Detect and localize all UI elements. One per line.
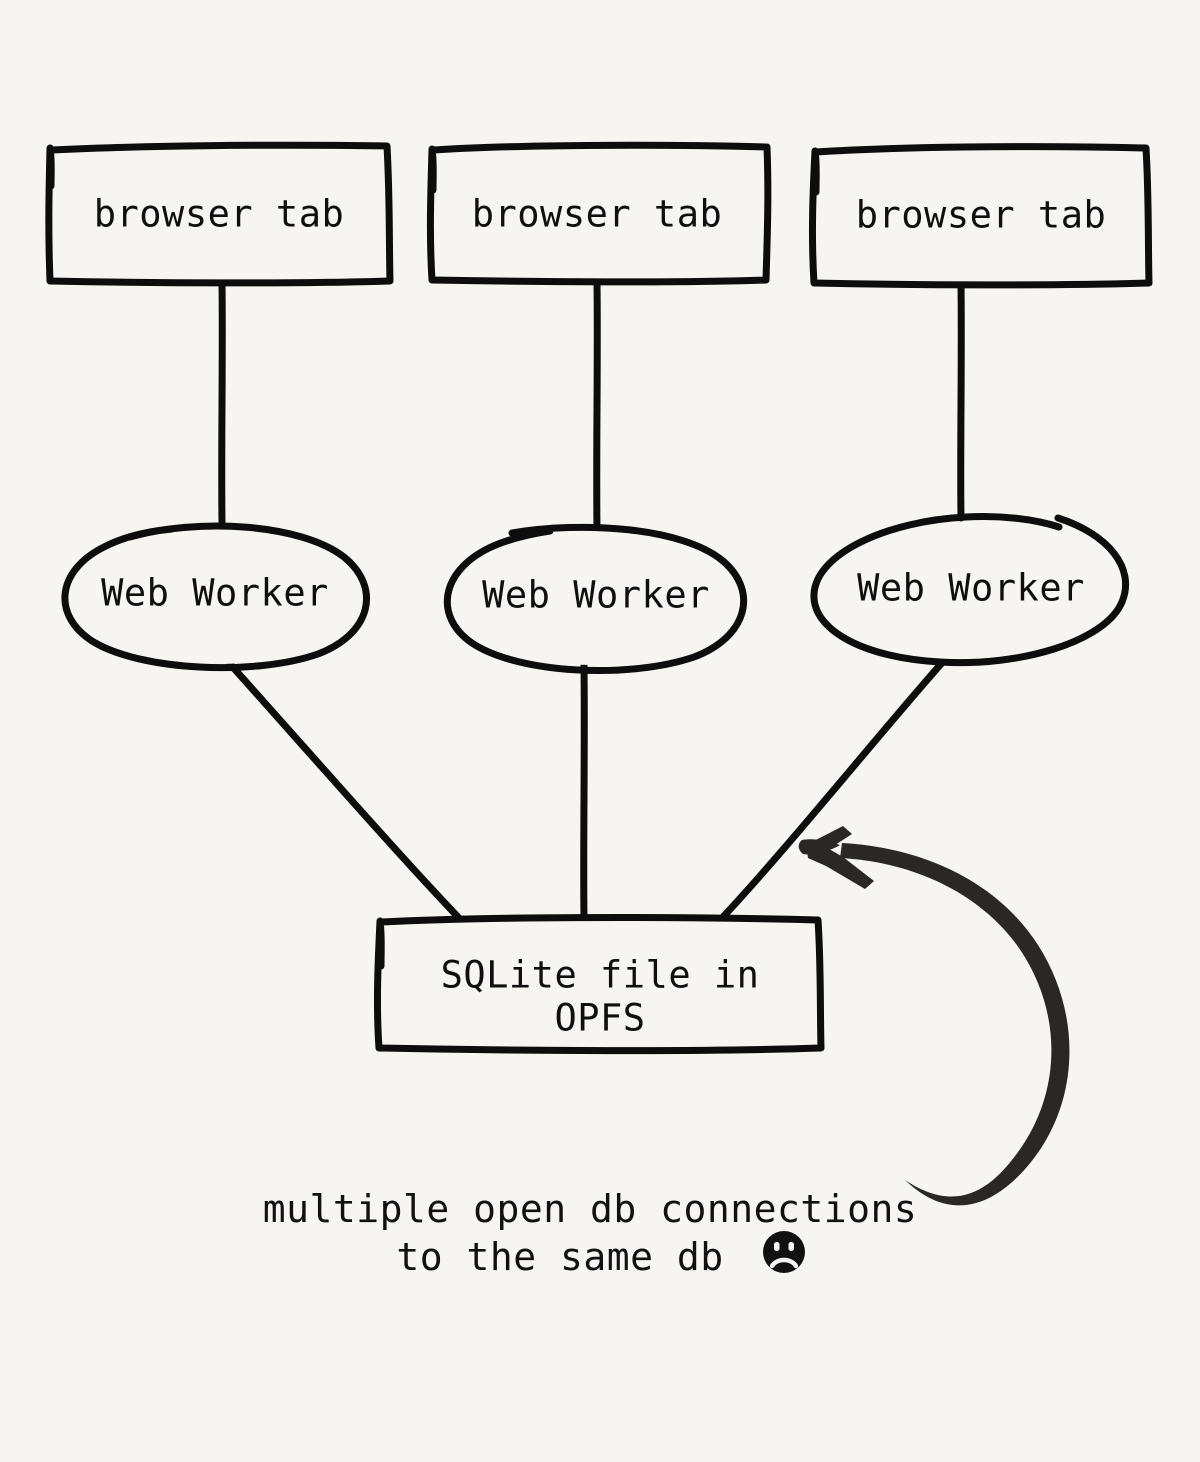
connector-worker2-to-storage <box>580 661 588 922</box>
sqlite-opfs-box-fill <box>379 918 821 1049</box>
browser-tab-box-3[interactable]: browser tab <box>808 143 1153 289</box>
annotation-curved-arrow <box>798 826 1070 1206</box>
connector-tab2-to-worker2 <box>593 279 601 534</box>
browser-tab-box-2[interactable]: browser tab <box>426 141 772 286</box>
frowning-face-emoji-mouth <box>769 1257 799 1269</box>
web-worker-label-1: Web Worker <box>101 572 329 615</box>
sqlite-opfs-box-outline <box>373 914 825 1055</box>
frowning-face-emoji-eye-left <box>774 1242 780 1251</box>
web-worker-ellipse-1-outline <box>61 522 370 672</box>
browser-tab-box-1-outline <box>45 141 394 287</box>
web-worker-label-3: Web Worker <box>857 567 1085 610</box>
web-worker-label-2: Web Worker <box>482 574 710 617</box>
browser-tab-box-3-outline <box>808 143 1153 289</box>
sqlite-opfs-label-line2: OPFS <box>554 997 645 1040</box>
browser-tab-box-1[interactable]: browser tab <box>45 141 394 287</box>
connector-tab1-to-worker1 <box>218 279 226 526</box>
browser-tab-label-3: browser tab <box>856 194 1107 237</box>
frowning-face-emoji-circle <box>763 1231 805 1273</box>
web-worker-ellipse-3[interactable]: Web Worker <box>810 513 1130 667</box>
web-worker-ellipse-1[interactable]: Web Worker <box>59 522 371 672</box>
web-worker-ellipse-3-outline <box>810 513 1130 667</box>
frowning-face-emoji-eye-right <box>788 1242 794 1251</box>
web-worker-ellipse-2-fill <box>441 531 751 665</box>
connector-tab3-to-worker3 <box>957 280 965 522</box>
browser-tab-label-2: browser tab <box>472 193 723 236</box>
browser-tab-label-1: browser tab <box>94 193 345 236</box>
annotation-arrowhead-tip <box>798 839 840 855</box>
frowning-face-emoji <box>763 1231 805 1273</box>
connector-worker3-to-storage <box>718 660 945 922</box>
sqlite-opfs-box[interactable]: SQLite file in OPFS <box>373 914 825 1055</box>
sqlite-opfs-label-line1: SQLite file in <box>441 954 760 997</box>
web-worker-ellipse-2[interactable]: Web Worker <box>441 523 751 674</box>
browser-tab-box-2-outline <box>426 141 772 286</box>
browser-tab-box-3-fill <box>814 146 1149 283</box>
connector-worker1-to-storage <box>226 660 463 922</box>
annotation-caption-line1: multiple open db connections <box>263 1187 918 1231</box>
web-worker-ellipse-1-fill <box>59 530 371 664</box>
annotation-caption-line2: to the same db <box>396 1235 723 1279</box>
web-worker-ellipse-2-outline <box>443 523 748 674</box>
web-worker-ellipse-3-fill <box>813 522 1129 658</box>
browser-tab-box-2-fill <box>431 146 768 281</box>
browser-tab-box-1-fill <box>49 145 390 282</box>
annotation-arrow-shaft <box>840 843 1070 1206</box>
